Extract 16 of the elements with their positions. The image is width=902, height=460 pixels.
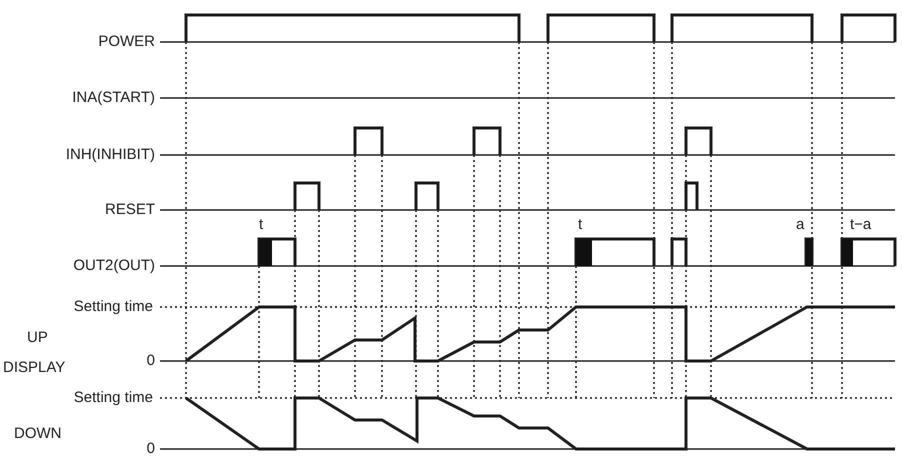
timing-label: t−a bbox=[850, 216, 872, 234]
signal-label: RESET bbox=[104, 201, 155, 219]
timing-label: a bbox=[796, 216, 804, 234]
signal-label: INH(INHIBIT) bbox=[66, 146, 155, 164]
axis-level-label: 0 bbox=[146, 440, 155, 458]
display-label: DOWN bbox=[14, 425, 62, 443]
signal-label: OUT2(OUT) bbox=[73, 257, 155, 275]
signal-label: POWER bbox=[98, 33, 155, 51]
axis-level-label: Setting time bbox=[74, 298, 153, 316]
display-label: DISPLAY bbox=[3, 359, 66, 377]
axis-level-label: 0 bbox=[146, 352, 155, 370]
axis-level-label: Setting time bbox=[74, 389, 153, 407]
timing-label: t bbox=[578, 216, 582, 234]
timing-label: t bbox=[259, 216, 264, 234]
display-label: UP bbox=[27, 329, 48, 347]
signal-label: INA(START) bbox=[72, 89, 155, 107]
